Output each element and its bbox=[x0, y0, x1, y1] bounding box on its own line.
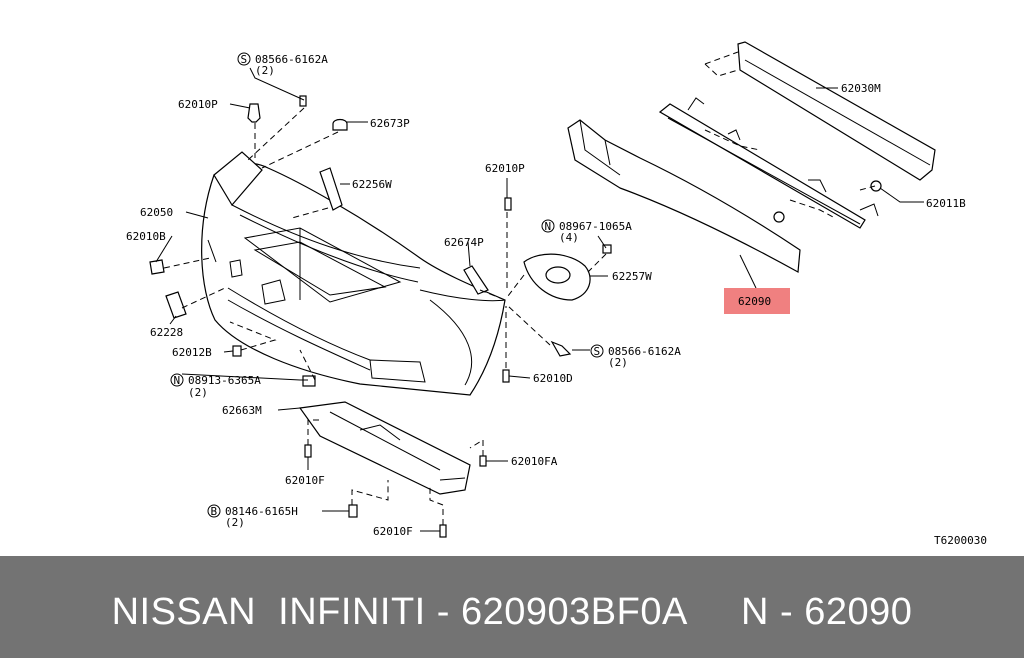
badge-screw-upper-letter: S bbox=[241, 53, 248, 66]
callout-62256w: 62256W bbox=[352, 178, 392, 191]
callout-62257w: 62257W bbox=[612, 270, 652, 283]
part-callouts: 62010P S 08566-6162A (2) 62673P 62256W 6… bbox=[126, 52, 987, 547]
callout-62010f-bottom: 62010F bbox=[373, 525, 413, 538]
callout-08967: 08967-1065A bbox=[559, 220, 632, 233]
badge-nut-left-letter: N bbox=[174, 374, 181, 387]
callout-62010f-left: 62010F bbox=[285, 474, 325, 487]
callout-08566-lower: 08566-6162A bbox=[608, 345, 681, 358]
badge-bolt-bottom-letter: B bbox=[211, 505, 218, 518]
bumper-energy-absorber bbox=[567, 119, 801, 273]
callout-62011b: 62011B bbox=[926, 197, 966, 210]
badge-screw-lower-letter: S bbox=[594, 345, 601, 358]
callout-62228: 62228 bbox=[150, 326, 183, 339]
diagram-id: T6200030 bbox=[934, 534, 987, 547]
badge-nut-right-letter: N bbox=[545, 220, 552, 233]
small-parts bbox=[149, 95, 612, 538]
badge-screw-lower bbox=[590, 344, 604, 358]
highlight-box-62090 bbox=[724, 288, 790, 314]
callout-62673p: 62673P bbox=[370, 117, 410, 130]
callout-62010p-upper: 62010P bbox=[178, 98, 218, 111]
callout-62010fa: 62010FA bbox=[511, 455, 558, 468]
callout-08913-qty: (2) bbox=[188, 386, 208, 399]
callout-08146: 08146-6165H bbox=[225, 505, 298, 518]
bumper-reinforcement bbox=[658, 41, 936, 229]
callout-62030m: 62030M bbox=[841, 82, 881, 95]
front-bumper-fascia bbox=[201, 151, 506, 396]
callout-62010d: 62010D bbox=[533, 372, 573, 385]
engine-under-cover bbox=[298, 401, 471, 495]
callout-62663m: 62663M bbox=[222, 404, 262, 417]
leader-lines bbox=[155, 51, 924, 532]
callout-62050: 62050 bbox=[140, 206, 173, 219]
callout-62090-highlighted: 62090 bbox=[738, 295, 771, 308]
callout-08566-upper-qty: (2) bbox=[255, 64, 275, 77]
callout-08146-qty: (2) bbox=[225, 516, 245, 529]
callout-62012b: 62012B bbox=[172, 346, 212, 359]
callout-62010b: 62010B bbox=[126, 230, 166, 243]
badge-nut-left bbox=[170, 373, 184, 387]
callout-62674p: 62674P bbox=[444, 236, 484, 249]
badge-bolt-bottom bbox=[207, 504, 221, 518]
badge-nut-right bbox=[541, 219, 555, 233]
banner-title: NISSAN INFINITI - 620903BF0A N - 62090 bbox=[111, 591, 913, 633]
callout-08967-qty: (4) bbox=[559, 231, 579, 244]
part-number-banner: NISSAN INFINITI - 620903BF0A N - 62090 bbox=[0, 556, 1024, 658]
callout-08913: 08913-6365A bbox=[188, 374, 261, 387]
exploded-parts-diagram: 62010P S 08566-6162A (2) 62673P 62256W 6… bbox=[126, 41, 987, 547]
badge-screw-upper bbox=[237, 52, 251, 66]
callout-08566-lower-qty: (2) bbox=[608, 356, 628, 369]
callout-62010p-center: 62010P bbox=[485, 162, 525, 175]
callout-08566-upper: 08566-6162A bbox=[255, 53, 328, 66]
